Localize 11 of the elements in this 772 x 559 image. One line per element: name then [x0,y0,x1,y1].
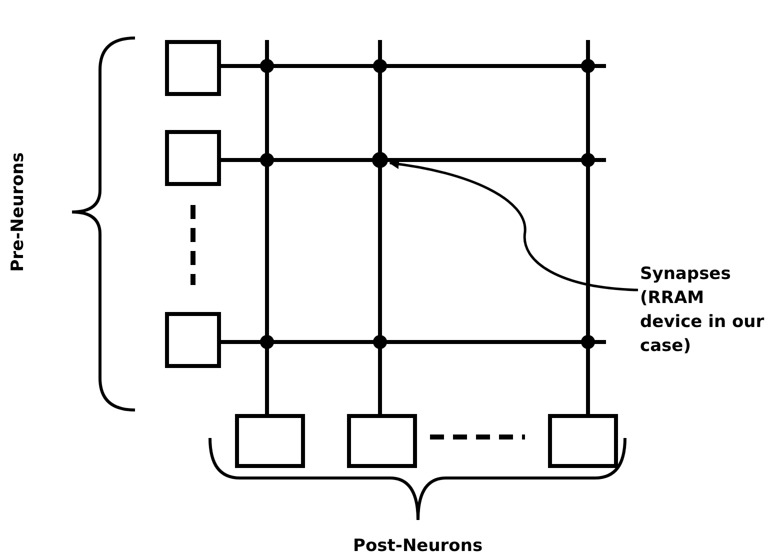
neuron-box [347,414,417,468]
callout-text: Synapses (RRAM device in our case) [640,262,770,358]
neuron-box [165,130,221,186]
synapse-dot [372,152,388,168]
neuron-box [165,40,221,96]
leader-line [389,159,638,292]
axis-label: Post-Neurons [353,536,483,556]
neuron-box [548,414,618,468]
neuron-box [165,312,221,368]
neuron-box [235,414,305,468]
axis-label: Pre-Neurons [8,152,28,272]
